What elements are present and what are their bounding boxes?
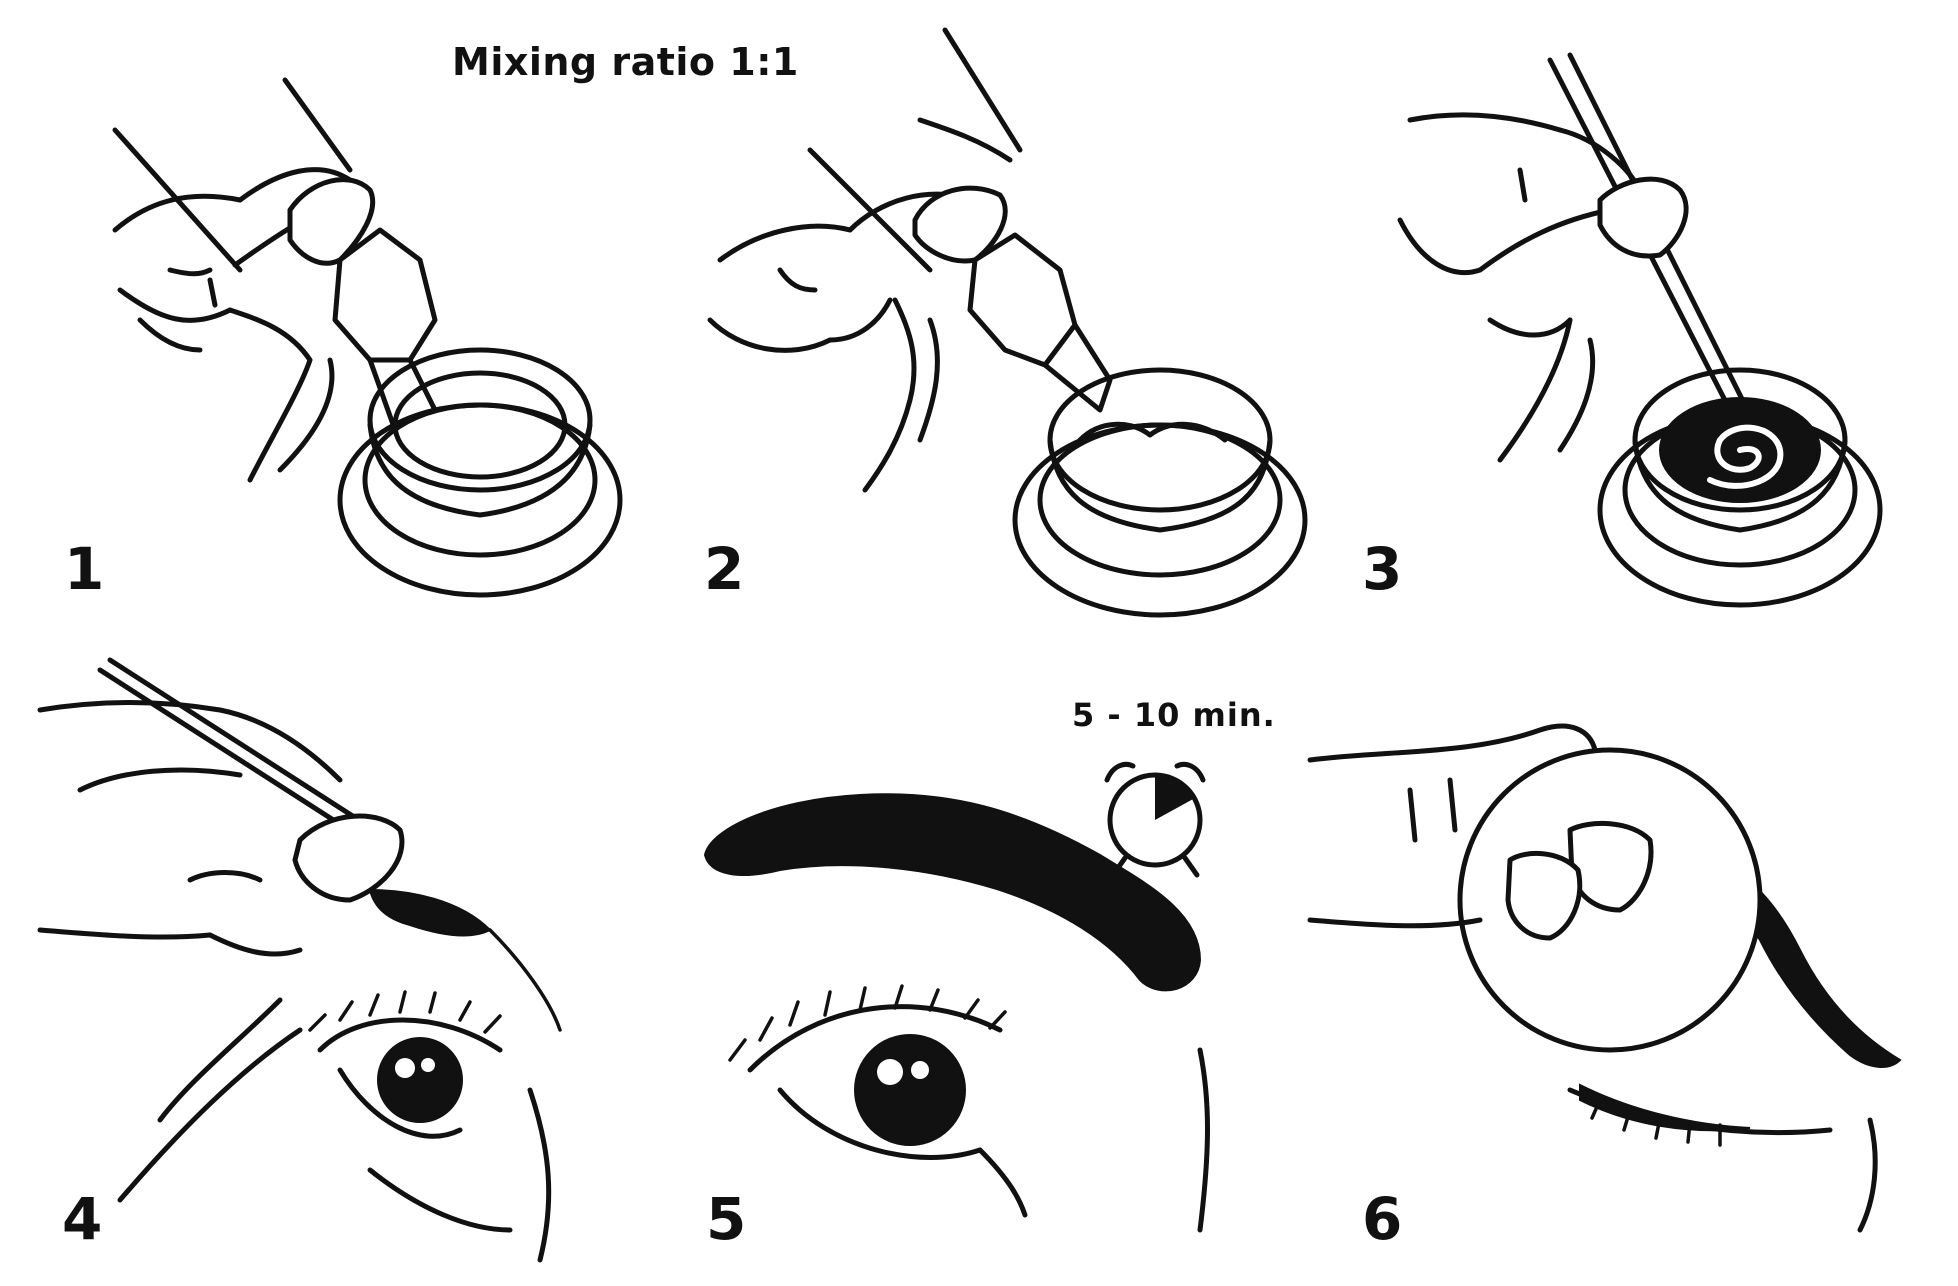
- hand-icon: [1307, 723, 1654, 941]
- timer-label: 5 - 10 min.: [1072, 696, 1276, 734]
- mixing-dish-icon: [1012, 367, 1308, 618]
- tube-icon: [287, 177, 443, 443]
- step-number: 4: [62, 1185, 103, 1253]
- eye-icon: [1567, 1083, 1878, 1233]
- hand-icon: [707, 117, 1013, 493]
- eye-icon: [728, 984, 1210, 1233]
- mixing-dish-icon: [337, 347, 623, 598]
- eyebrow: [703, 793, 1202, 992]
- step-6-illustration: [1307, 723, 1902, 1233]
- step-3-panel: 3: [1310, 40, 1950, 640]
- hand-icon: [37, 700, 343, 1203]
- step-4-illustration: [37, 657, 562, 1263]
- step-number: 5: [706, 1185, 747, 1253]
- step-3-illustration: [1397, 52, 1883, 608]
- step-number: 1: [64, 535, 105, 603]
- step-2-illustration: [707, 27, 1308, 618]
- mixing-dish-icon: [1597, 367, 1883, 608]
- step-6-panel: 6: [1307, 670, 1950, 1270]
- step-4-panel: 4: [37, 657, 680, 1270]
- hand-icon: [1397, 112, 1643, 463]
- step-5-panel: 5: [680, 670, 1320, 1270]
- eye-icon: [308, 990, 552, 1263]
- step-number: 6: [1362, 1185, 1403, 1253]
- alarm-clock-icon: [1104, 761, 1206, 878]
- step-1-illustration: [112, 77, 623, 598]
- step-number: 2: [704, 535, 745, 603]
- step-5-illustration: [703, 793, 1210, 1233]
- step-2-panel: 2: [680, 20, 1320, 620]
- tube-icon: [912, 185, 1113, 413]
- step-number: 3: [1362, 535, 1403, 603]
- step-1-panel: 1: [40, 60, 680, 660]
- diagram-title: Mixing ratio 1:1: [452, 40, 799, 84]
